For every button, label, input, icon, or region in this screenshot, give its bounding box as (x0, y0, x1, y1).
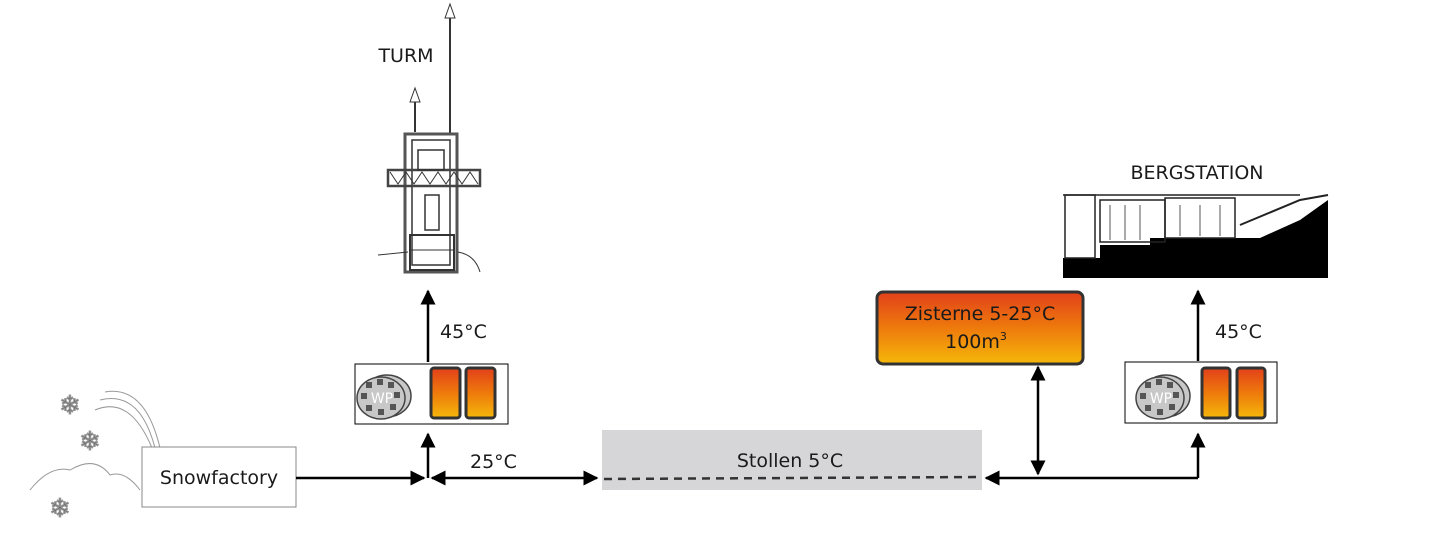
snowfactory-box (141, 446, 297, 508)
heat-pump-label: WP (371, 391, 393, 407)
buffer-tank-icon (1200, 366, 1232, 420)
tunnel-pipe (603, 475, 981, 481)
heat-pump-unit-tower: WP (354, 363, 509, 425)
snowflake-icon: ❄ (79, 427, 101, 457)
cistern-label: Zisterne 5-25°C (905, 303, 1055, 325)
buffer-tank-icon (429, 366, 462, 420)
tower-label: TURM (377, 45, 433, 67)
cistern-volume: 100m3 (945, 330, 1007, 353)
heat-pump-unit-station: WP (1124, 361, 1278, 424)
tower-supply-temp: 45°C (440, 321, 487, 343)
tunnel-box (602, 430, 982, 490)
cistern-tank (875, 290, 1085, 366)
snowflake-icon: ❄ (49, 494, 71, 524)
tunnel-label: Stollen 5°C (737, 450, 843, 472)
snowflake-icon: ❄ (59, 391, 81, 421)
heat-pump-label: WP (1150, 391, 1172, 407)
tower-drawing (377, 2, 482, 274)
station-supply-temp: 45°C (1215, 321, 1262, 343)
buffer-tank-icon (464, 366, 497, 420)
snow-scene: ❄ ❄ ❄ (29, 391, 161, 525)
station-label: BERGSTATION (1130, 162, 1263, 184)
buffer-tank-icon (1235, 366, 1267, 420)
building-drawing (1063, 194, 1329, 278)
feed-temp: 25°C (470, 451, 517, 473)
snowfactory-label: Snowfactory (160, 467, 278, 489)
